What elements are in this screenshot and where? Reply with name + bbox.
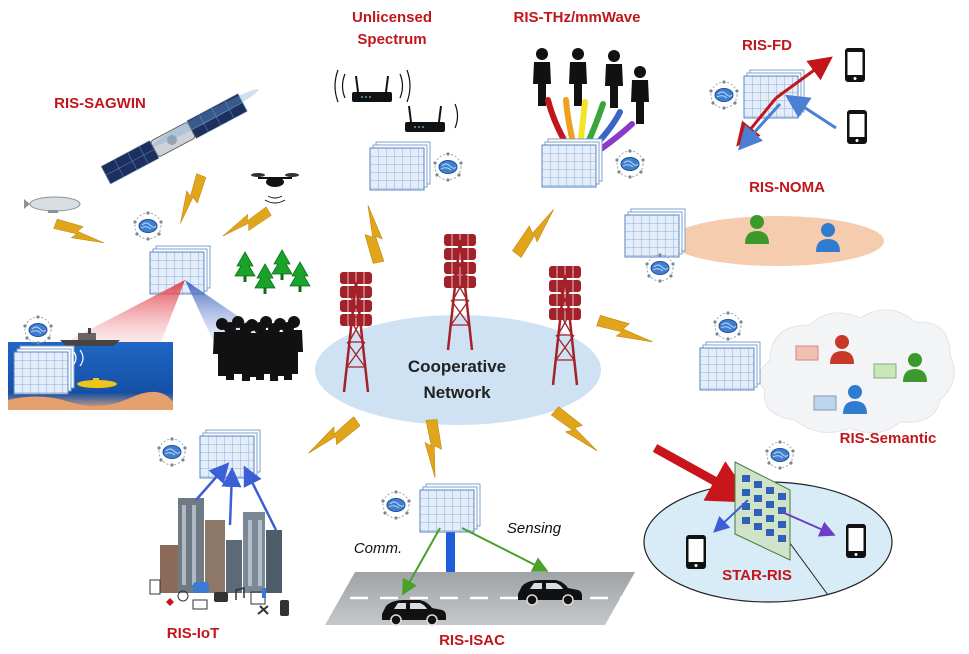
label-isac: RIS-ISAC: [439, 632, 505, 649]
ris-panel-icon: [199, 429, 261, 479]
incident-arrow: [652, 444, 754, 503]
brain-icon: [644, 252, 676, 284]
fd-arrow: [737, 102, 782, 151]
lightning-bolt-icon: [549, 405, 604, 457]
label-noma: RIS-NOMA: [749, 179, 825, 196]
comm-arrow: [402, 527, 441, 596]
label-fd: RIS-FD: [742, 37, 792, 54]
satellite-icon: [100, 89, 259, 185]
router-icon: [334, 69, 411, 103]
ris-panel-icon: [699, 341, 761, 391]
building-icon: [160, 498, 282, 593]
message-icon: [795, 345, 897, 411]
ris-panel-icon: [624, 208, 686, 258]
lightning-bolt-icon: [219, 204, 273, 244]
lightning-bolt-icon: [510, 203, 560, 260]
ris-panel-icon: [419, 483, 481, 533]
lightning-bolt-icon: [595, 313, 656, 349]
submarine-icon: [77, 378, 117, 388]
brain-icon: [22, 314, 54, 346]
brain-icon: [712, 310, 744, 342]
crowd-icon: [213, 316, 303, 381]
brain-icon: [132, 210, 164, 242]
ris-pole: [446, 532, 455, 572]
label-semantic: RIS-Semantic: [840, 430, 937, 447]
smartphone-icon: [686, 535, 706, 569]
noma-ellipse: [670, 216, 884, 266]
ris-panel-icon: [13, 345, 75, 395]
label-thz-mmwave: RIS-THz/mmWave: [514, 9, 641, 26]
lightning-bolt-icon: [422, 418, 445, 479]
label-spectrum: Spectrum: [357, 31, 426, 48]
smartphone-icon: [847, 110, 867, 144]
wave-icon: [73, 349, 84, 367]
brain-icon: [432, 151, 464, 183]
label-star-ris: STAR-RIS: [722, 567, 792, 584]
center-label-line1: Cooperative: [408, 357, 506, 376]
label-iot: RIS-IoT: [167, 625, 220, 642]
reflect-arrow: [713, 499, 749, 533]
label-comm: Comm.: [354, 540, 402, 557]
cooperative-network-ellipse: [315, 315, 601, 425]
label-sensing: Sensing: [507, 520, 562, 537]
ris-panel-icon: [541, 138, 603, 188]
smartphone-icon: [845, 48, 865, 82]
sensing-arrow: [461, 527, 549, 572]
drone-icon: [251, 173, 299, 204]
iot-arrow: [221, 467, 242, 526]
brain-icon: [156, 436, 188, 468]
red-beam: [60, 280, 185, 345]
iot-arrow: [243, 465, 278, 531]
lightning-bolt-icon: [358, 203, 388, 265]
transmit-arrow: [781, 511, 836, 537]
brain-icon: [614, 148, 646, 180]
lightning-bolt-icon: [52, 217, 108, 250]
cloud-shape: [759, 309, 955, 434]
smartphone-icon: [846, 524, 866, 558]
fd-arrow: [784, 94, 837, 130]
lightning-bolt-icon: [304, 413, 362, 461]
brain-icon: [380, 489, 412, 521]
router-icon: [404, 103, 459, 133]
lightning-bolt-icon: [174, 172, 208, 227]
brain-icon: [708, 79, 740, 111]
ris-panel-icon: [734, 461, 791, 561]
iot-arrow: [195, 462, 230, 501]
iot-devices-icon: [149, 579, 289, 616]
ris-panel-icon: [369, 141, 431, 191]
tree-icon: [234, 249, 311, 295]
fd-arrow: [775, 56, 833, 100]
airship-icon: [24, 196, 81, 213]
center-label-line2: Network: [423, 383, 491, 402]
ship-icon: [88, 328, 91, 334]
brain-icon: [764, 439, 796, 471]
label-sagwin: RIS-SAGWIN: [54, 95, 146, 112]
label-unlicensed: Unlicensed: [352, 9, 432, 26]
